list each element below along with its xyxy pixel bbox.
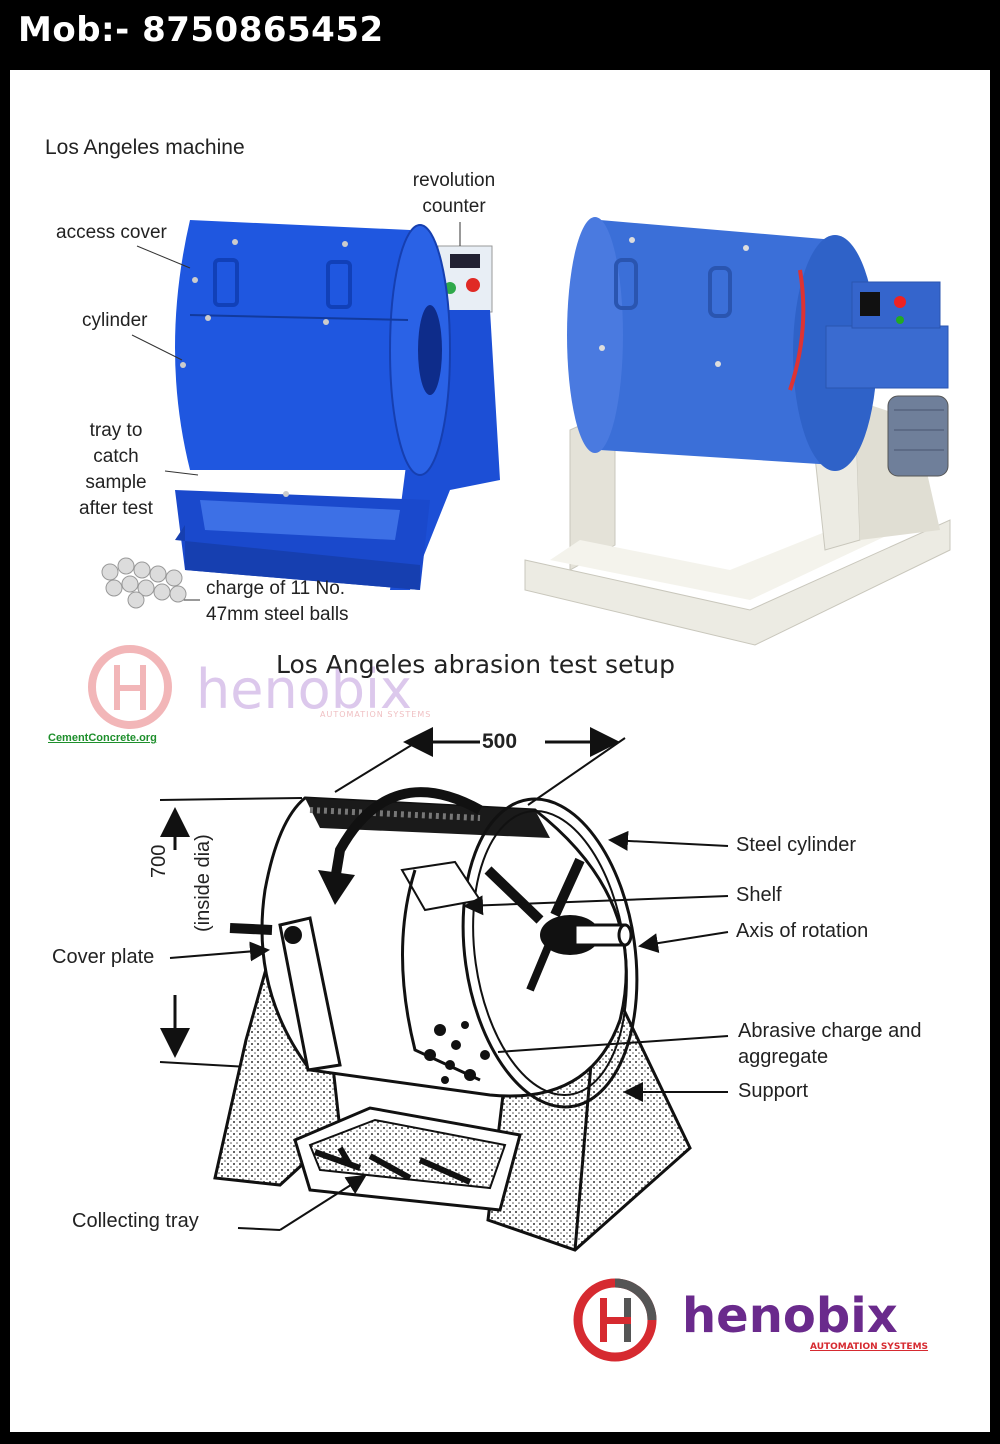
header-bar: Mob:- 8750865452 bbox=[0, 0, 1000, 68]
axis-label: Axis of rotation bbox=[736, 920, 869, 942]
cover-seam bbox=[189, 314, 409, 321]
steel-cylinder-label: Steel cylinder bbox=[736, 834, 857, 856]
watermark-brand: henobix bbox=[196, 658, 412, 721]
machine-photo-right bbox=[524, 217, 951, 646]
counter-display bbox=[450, 254, 480, 268]
charge-label: charge of 11 No. 47mm steel balls bbox=[206, 578, 349, 625]
watermark-tagline: AUTOMATION SYSTEMS bbox=[320, 710, 432, 719]
abrasive-label: Abrasive charge and aggregate bbox=[738, 1020, 922, 1068]
logo-brand: henobix bbox=[682, 1288, 898, 1344]
watermark-logo bbox=[88, 645, 172, 729]
photo-cylinder-body bbox=[587, 220, 835, 465]
access-cover-label: access cover bbox=[56, 222, 167, 243]
shelf-label: Shelf bbox=[736, 884, 782, 906]
cover-plate bbox=[278, 916, 342, 1072]
red-button bbox=[466, 278, 480, 292]
steel-balls bbox=[101, 557, 187, 609]
watermark-site: CementConcrete.org bbox=[48, 732, 157, 744]
logo-tagline: AUTOMATION SYSTEMS bbox=[810, 1342, 929, 1352]
abrasion-diagram bbox=[159, 727, 729, 1252]
support-label: Support bbox=[738, 1080, 809, 1102]
dim-length-label: 500 bbox=[482, 730, 518, 753]
abrasive-charge bbox=[424, 1021, 490, 1084]
cylinder-label: cylinder bbox=[82, 310, 148, 331]
content-panel: Los Angeles machine bbox=[10, 70, 990, 1432]
handle-left bbox=[213, 258, 239, 307]
cylinder-body bbox=[175, 220, 442, 470]
tray-label: tray to catch sample after test bbox=[79, 420, 153, 519]
collect-tray bbox=[200, 500, 400, 540]
henobix-logo-mark bbox=[573, 1278, 657, 1362]
machine-illustration-left bbox=[101, 220, 500, 609]
machine-title: Los Angeles machine bbox=[45, 136, 245, 159]
collecting-tray-label: Collecting tray bbox=[72, 1210, 199, 1232]
revolution-counter-label: revolution counter bbox=[412, 170, 496, 217]
handle-right bbox=[326, 260, 352, 309]
diagram-title: Los Angeles abrasion test setup bbox=[276, 650, 675, 679]
photo-motor bbox=[887, 395, 949, 477]
mobile-number: Mob:- 8750865452 bbox=[18, 10, 384, 50]
steel-cylinder-body bbox=[260, 796, 628, 1098]
cover-plate-label: Cover plate bbox=[52, 946, 155, 968]
cylinder-front-ring bbox=[461, 797, 639, 1109]
